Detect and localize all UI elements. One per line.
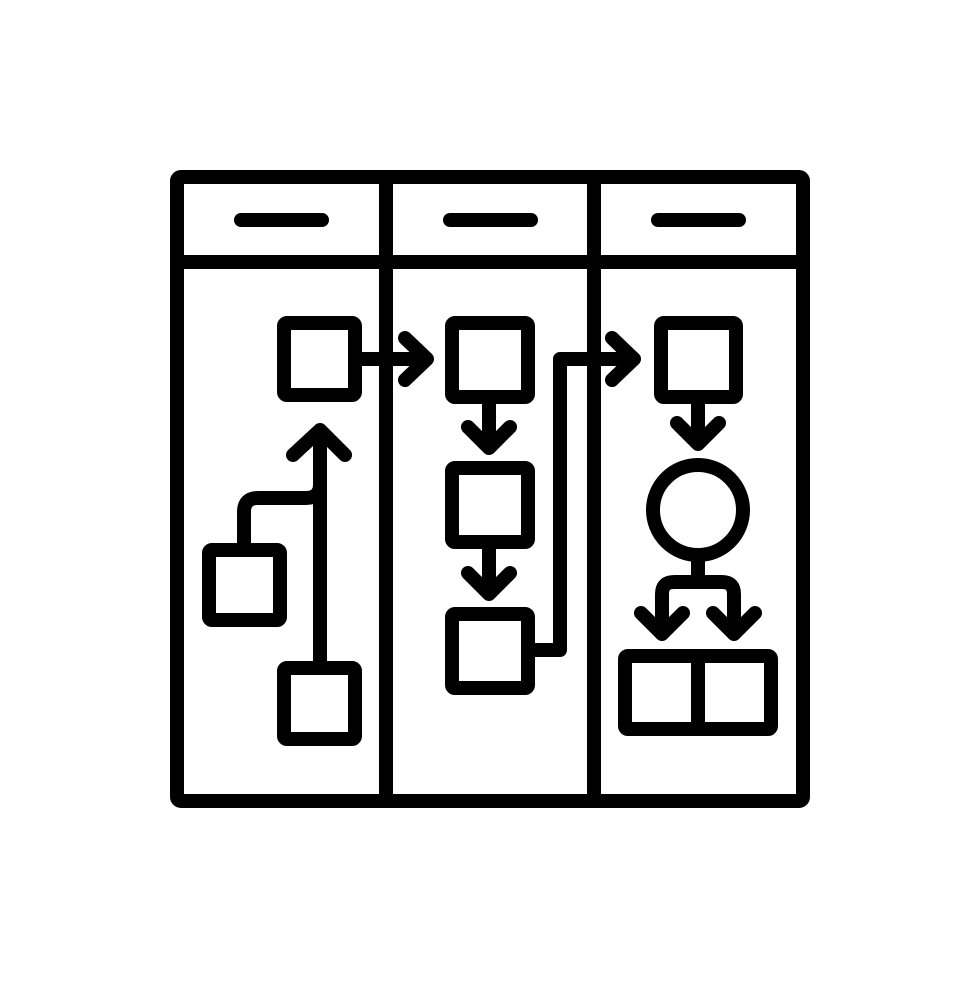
column-2-arrow-1-head-icon — [461, 420, 517, 455]
board-frame — [170, 170, 810, 808]
column-1-up-arrowhead-icon — [286, 423, 352, 462]
column-2-box-3 — [445, 607, 535, 695]
column-3-decision-circle — [646, 458, 750, 562]
column-1-branch-connector — [237, 477, 327, 557]
column-1-top-box — [277, 316, 362, 402]
column-2-arrow-2-head-icon — [461, 566, 517, 601]
connector-col2-to-col3 — [521, 352, 639, 657]
column-3-top-box — [654, 316, 743, 404]
column-3-left-branch — [655, 575, 705, 639]
column-3-arrow-1-head-icon — [670, 416, 726, 451]
column-2-box-1 — [445, 316, 535, 404]
column-2-box-2 — [445, 461, 535, 549]
column-3-right-branch — [691, 575, 741, 639]
column-1-bottom-box — [277, 661, 362, 746]
arrow-col1-to-col2-head-icon — [398, 331, 434, 387]
column-3-right-branch-head-icon — [706, 606, 762, 641]
column-1-left-box — [202, 543, 287, 627]
connector-col2-to-col3-head-icon — [605, 331, 641, 387]
column-3-left-branch-head-icon — [634, 606, 690, 641]
